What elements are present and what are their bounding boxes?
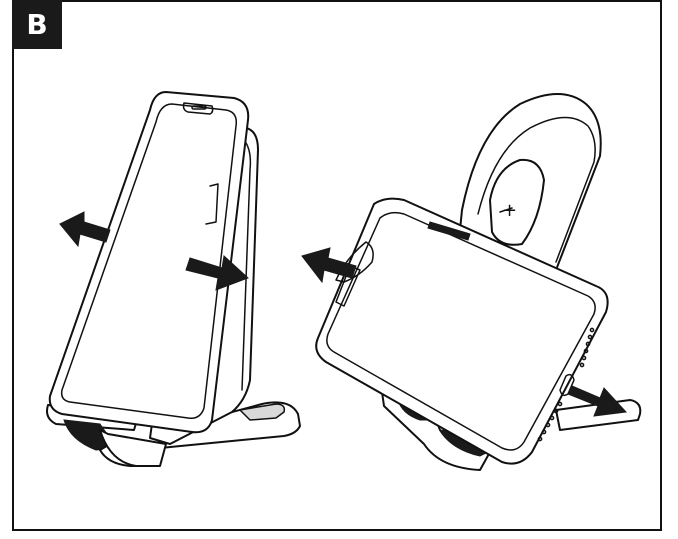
- landscape-phone-on-stand: +: [301, 93, 642, 471]
- right-phone: [315, 197, 609, 465]
- right-right-arrow-out: [567, 385, 628, 417]
- left-phone: [48, 91, 250, 467]
- frame-top-border: [12, 0, 662, 2]
- charging-pad: +: [457, 93, 602, 271]
- portrait-phone-on-stand: [46, 91, 301, 467]
- panel-label-badge: B: [12, 0, 62, 49]
- speaker-grille: [537, 327, 595, 442]
- right-left-arrow-out: [301, 247, 357, 284]
- figure-frame: [12, 0, 662, 531]
- plus-mark-icon: +: [502, 200, 517, 221]
- left-arrow-out: [59, 211, 111, 248]
- right-arrow-out: [185, 255, 249, 291]
